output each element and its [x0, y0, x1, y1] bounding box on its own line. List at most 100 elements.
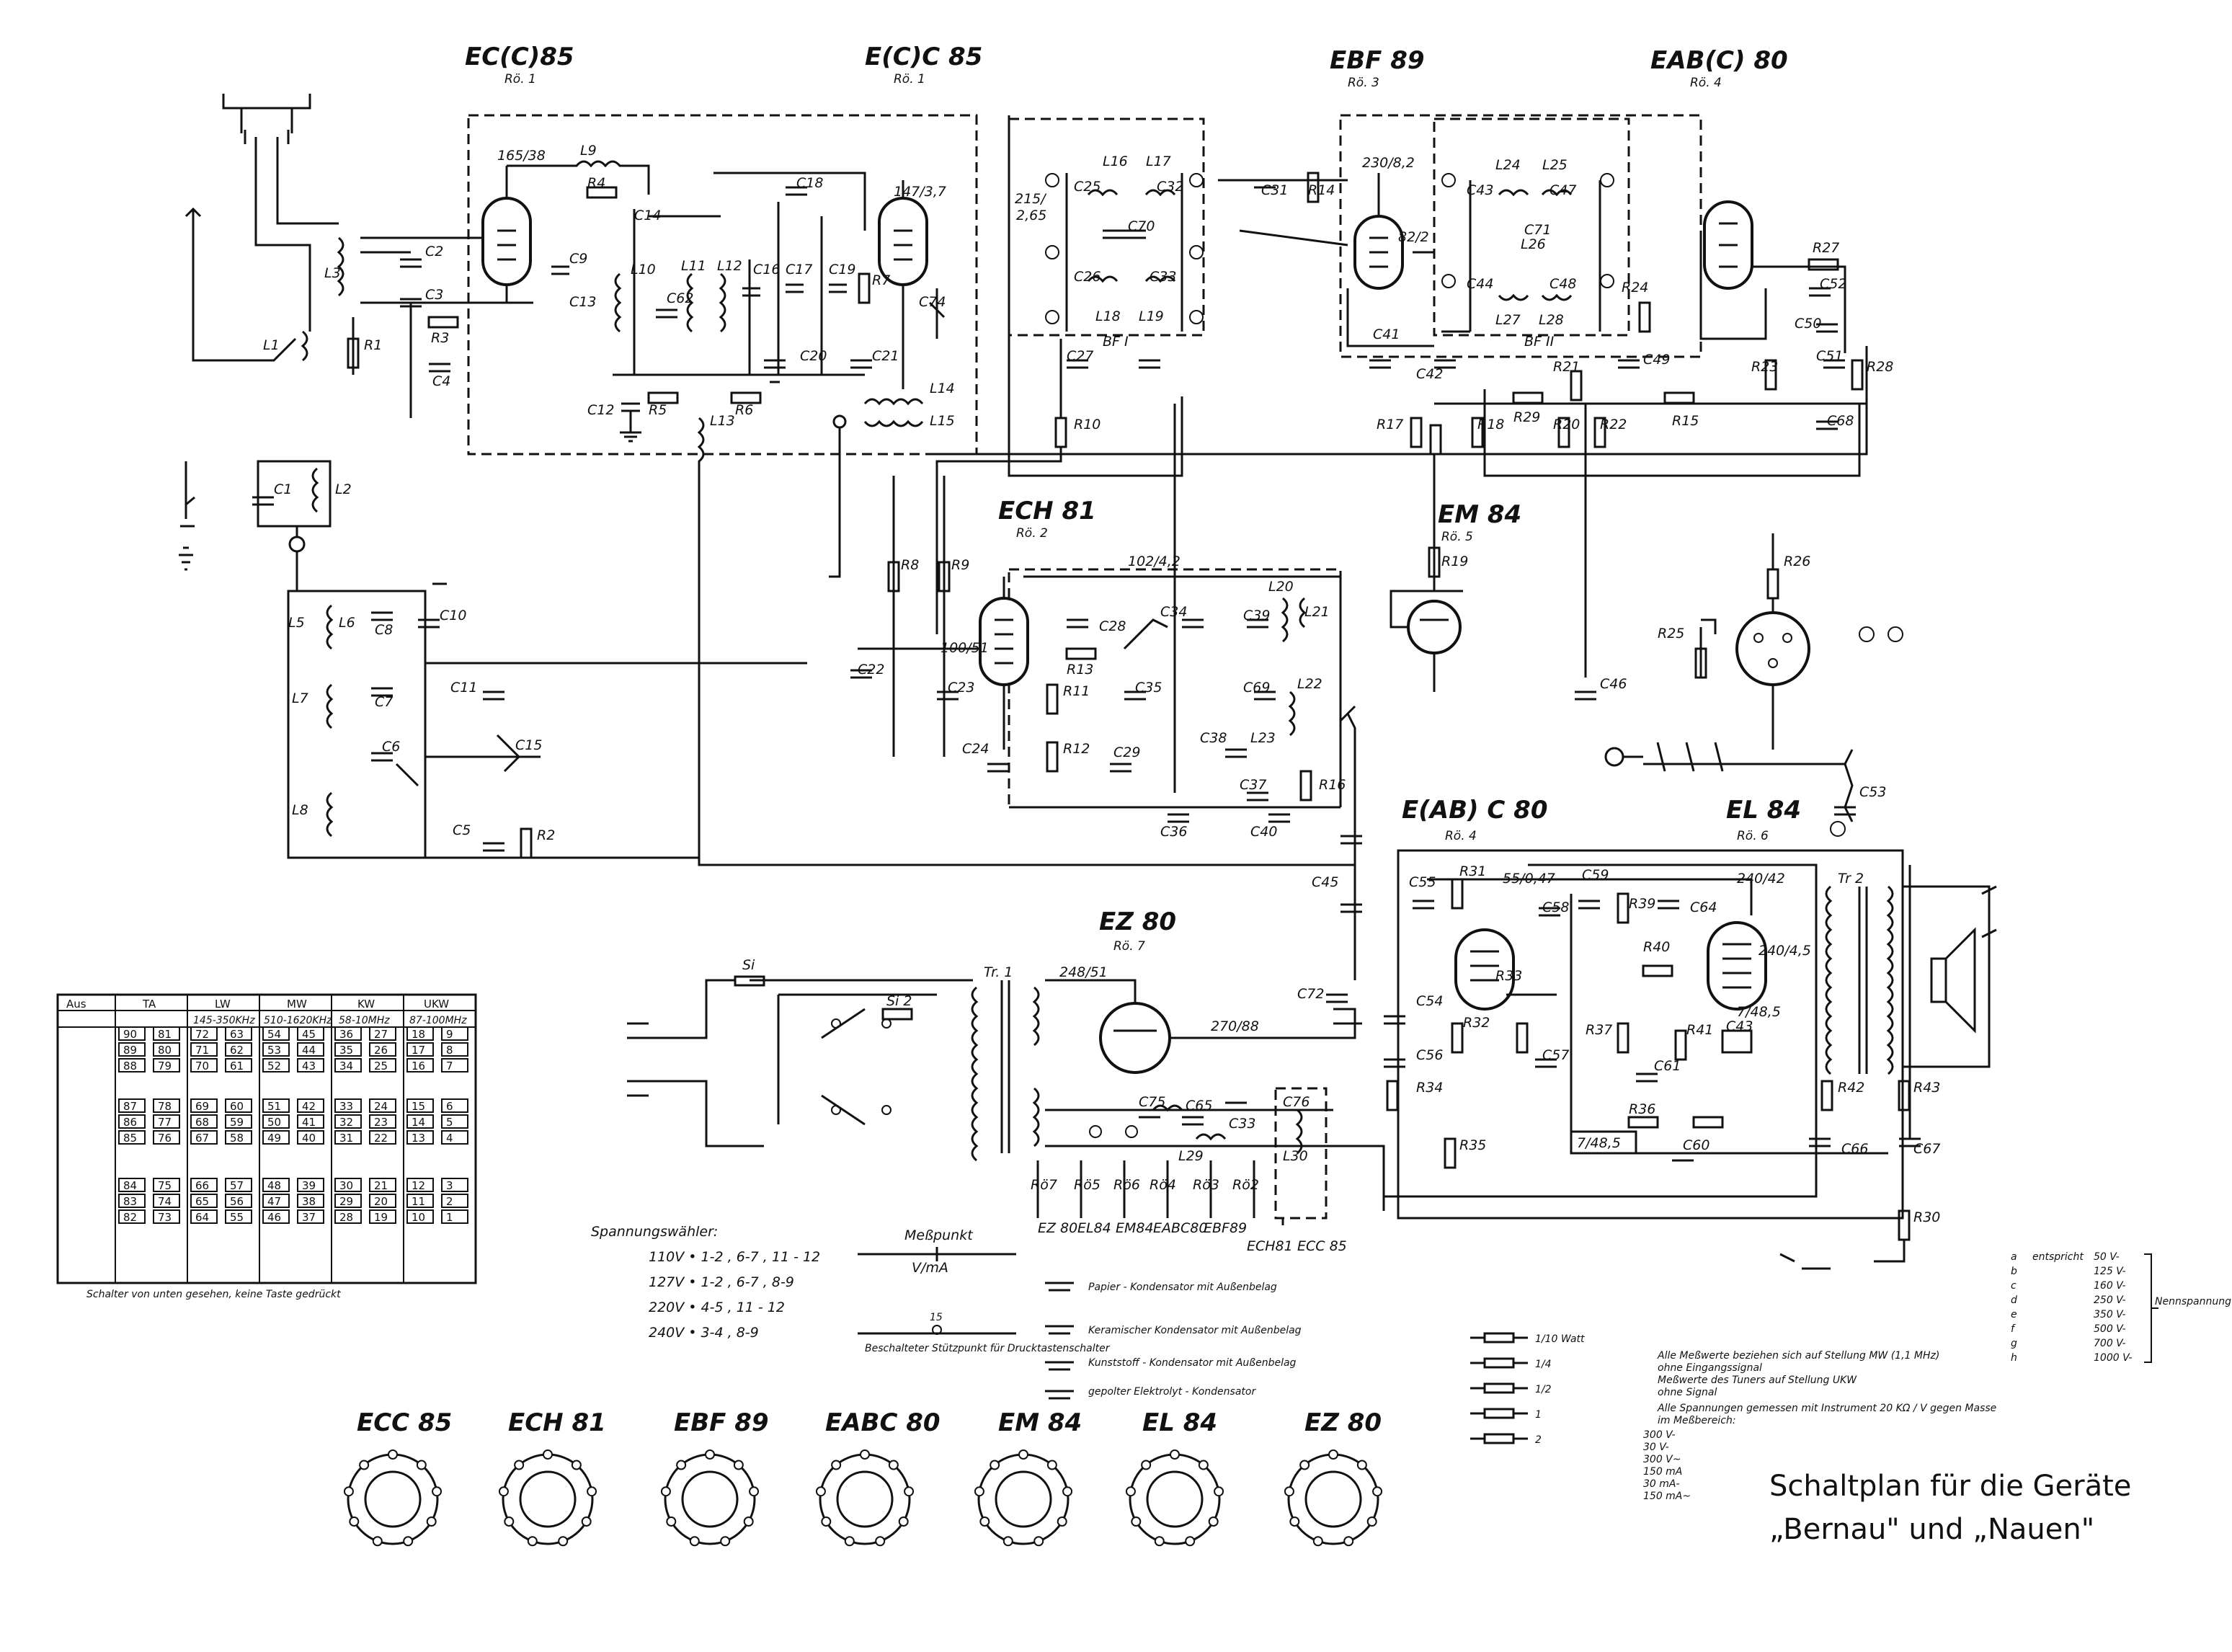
- switch-cell-box: [406, 1098, 434, 1113]
- switch-cell-box: [225, 1194, 252, 1208]
- table-range-lw: 145-350KHz: [193, 1015, 255, 1026]
- switch-cell-number: 10: [412, 1211, 425, 1224]
- label-c76: C76: [1283, 1094, 1310, 1110]
- tube-label-ec85b: E(C)C 85: [865, 43, 982, 71]
- label-r10: R10: [1074, 417, 1101, 432]
- switch-cell-number: 26: [374, 1044, 388, 1057]
- label-ro7: Rö7: [1031, 1177, 1057, 1193]
- label-r25: R25: [1658, 626, 1684, 641]
- switch-cell-box: [406, 1042, 434, 1057]
- label-bf2: BF II: [1524, 334, 1555, 350]
- label-c53: C53: [1859, 784, 1886, 800]
- switch-cell-box: [225, 1114, 252, 1129]
- label-r9: R9: [951, 557, 969, 573]
- label-ro4: Rö4: [1150, 1177, 1176, 1193]
- pinout-envelope: [836, 1470, 894, 1528]
- label-l15: L15: [930, 413, 955, 429]
- switch-cell-box: [406, 1178, 434, 1192]
- table-range-kw: 58-10MHz: [339, 1015, 390, 1026]
- label-c21: C21: [872, 348, 899, 364]
- label-c34: C34: [1160, 604, 1187, 620]
- switch-cell-number: 53: [267, 1044, 281, 1057]
- switch-cell-box: [190, 1058, 218, 1073]
- pinout-pin: [1299, 1460, 1310, 1470]
- label-c43b: C43: [1726, 1018, 1753, 1034]
- switch-cell-box: [334, 1194, 362, 1208]
- label-r12: R12: [1063, 741, 1090, 757]
- label-c23: C23: [948, 680, 974, 696]
- pinout-label-ech81: ECH 81: [508, 1408, 606, 1437]
- label-c72: C72: [1297, 986, 1324, 1002]
- if-filter-section: [930, 115, 1348, 634]
- switch-cell-number: 39: [302, 1179, 316, 1192]
- label-r23: R23: [1751, 359, 1778, 375]
- label-r4: R4: [587, 175, 605, 191]
- rating-g: g: [2011, 1338, 2017, 1349]
- label-c59: C59: [1582, 867, 1609, 883]
- tube-sub-ebf89: Rö. 3: [1348, 76, 1379, 90]
- pinout-pin: [498, 1486, 509, 1497]
- switch-cell-box: [406, 1209, 434, 1224]
- switch-cell-box: [262, 1042, 290, 1057]
- voltage-55: 55/0,47: [1503, 871, 1555, 887]
- rating-a-eq: entspricht: [2032, 1251, 2084, 1263]
- switch-cell-box: [262, 1058, 290, 1073]
- switch-cell-box: [441, 1194, 468, 1208]
- label-c6: C6: [382, 739, 400, 755]
- rating-d-v: 250 V-: [2094, 1294, 2126, 1306]
- switch-cell-number: 67: [195, 1132, 209, 1145]
- label-r8: R8: [901, 557, 919, 573]
- switch-cell-box: [334, 1058, 362, 1073]
- voltage-selector-label: Spannungswähler:: [591, 1224, 718, 1240]
- pinout-pin: [898, 1516, 909, 1527]
- pinout-pin: [844, 1536, 855, 1547]
- switch-cell-number: 31: [339, 1132, 353, 1145]
- pinout-pin: [720, 1536, 731, 1547]
- pinout-pin: [815, 1486, 826, 1497]
- switch-cell-number: 73: [158, 1211, 172, 1224]
- label-r21: R21: [1553, 359, 1580, 375]
- switch-cell-box: [262, 1194, 290, 1208]
- pinout-label-ebf89: EBF 89: [674, 1408, 769, 1437]
- switch-cell-box: [225, 1058, 252, 1073]
- switch-cell-number: 54: [267, 1028, 281, 1041]
- switch-cell-box: [369, 1098, 396, 1113]
- pinout-pin: [1289, 1516, 1300, 1527]
- switch-cell-number: 1: [446, 1211, 453, 1224]
- switch-cell-box: [369, 1130, 396, 1145]
- res-legend-1: 1: [1535, 1409, 1542, 1421]
- switch-cell-box: [406, 1130, 434, 1145]
- switch-cell-box: [190, 1194, 218, 1208]
- tube-label-eabc80: E(AB) C 80: [1402, 796, 1547, 825]
- voltage-165: 165/38: [497, 148, 546, 164]
- pinout-pin: [543, 1449, 553, 1460]
- switch-cell-box: [190, 1098, 218, 1113]
- pinout-pin: [1141, 1460, 1152, 1470]
- tube-label-ec85a: EC(C)85: [465, 43, 574, 71]
- voltage-selector-110: 110V • 1-2 , 6-7 , 11 - 12: [649, 1249, 820, 1265]
- tube-sub-em84: Rö. 5: [1441, 530, 1473, 544]
- note-0: Alle Meßwerte beziehen sich auf Stellung…: [1657, 1350, 1939, 1362]
- legends: Spannungswähler: 110V • 1-2 , 6-7 , 11 -…: [591, 1224, 2232, 1502]
- label-c24: C24: [962, 741, 989, 757]
- note-6: 300 V-: [1643, 1429, 1676, 1441]
- rating-note: Nennspannung der Kondensatoren: [2155, 1296, 2232, 1307]
- voltage-100: 100/51: [941, 640, 989, 656]
- switch-cell-number: 78: [158, 1100, 172, 1113]
- switch-cell-box: [441, 1098, 468, 1113]
- label-c42: C42: [1416, 366, 1443, 382]
- label-c25: C25: [1074, 179, 1101, 195]
- rating-b-v: 125 V-: [2094, 1266, 2126, 1277]
- switch-cell-number: 80: [158, 1044, 172, 1057]
- label-r2: R2: [537, 827, 555, 843]
- label-r1: R1: [364, 337, 382, 353]
- tube-sub-eabc80: Rö. 4: [1445, 829, 1477, 843]
- switch-cell-number: 22: [374, 1132, 388, 1145]
- table-range-mw: 510-1620KHz: [264, 1015, 332, 1026]
- switch-cell-number: 35: [339, 1044, 353, 1057]
- table-header-aus: Aus: [66, 998, 86, 1011]
- label-c32: C32: [1157, 179, 1183, 195]
- table-header-mw: MW: [287, 998, 307, 1011]
- label-c33: C33: [1150, 269, 1176, 285]
